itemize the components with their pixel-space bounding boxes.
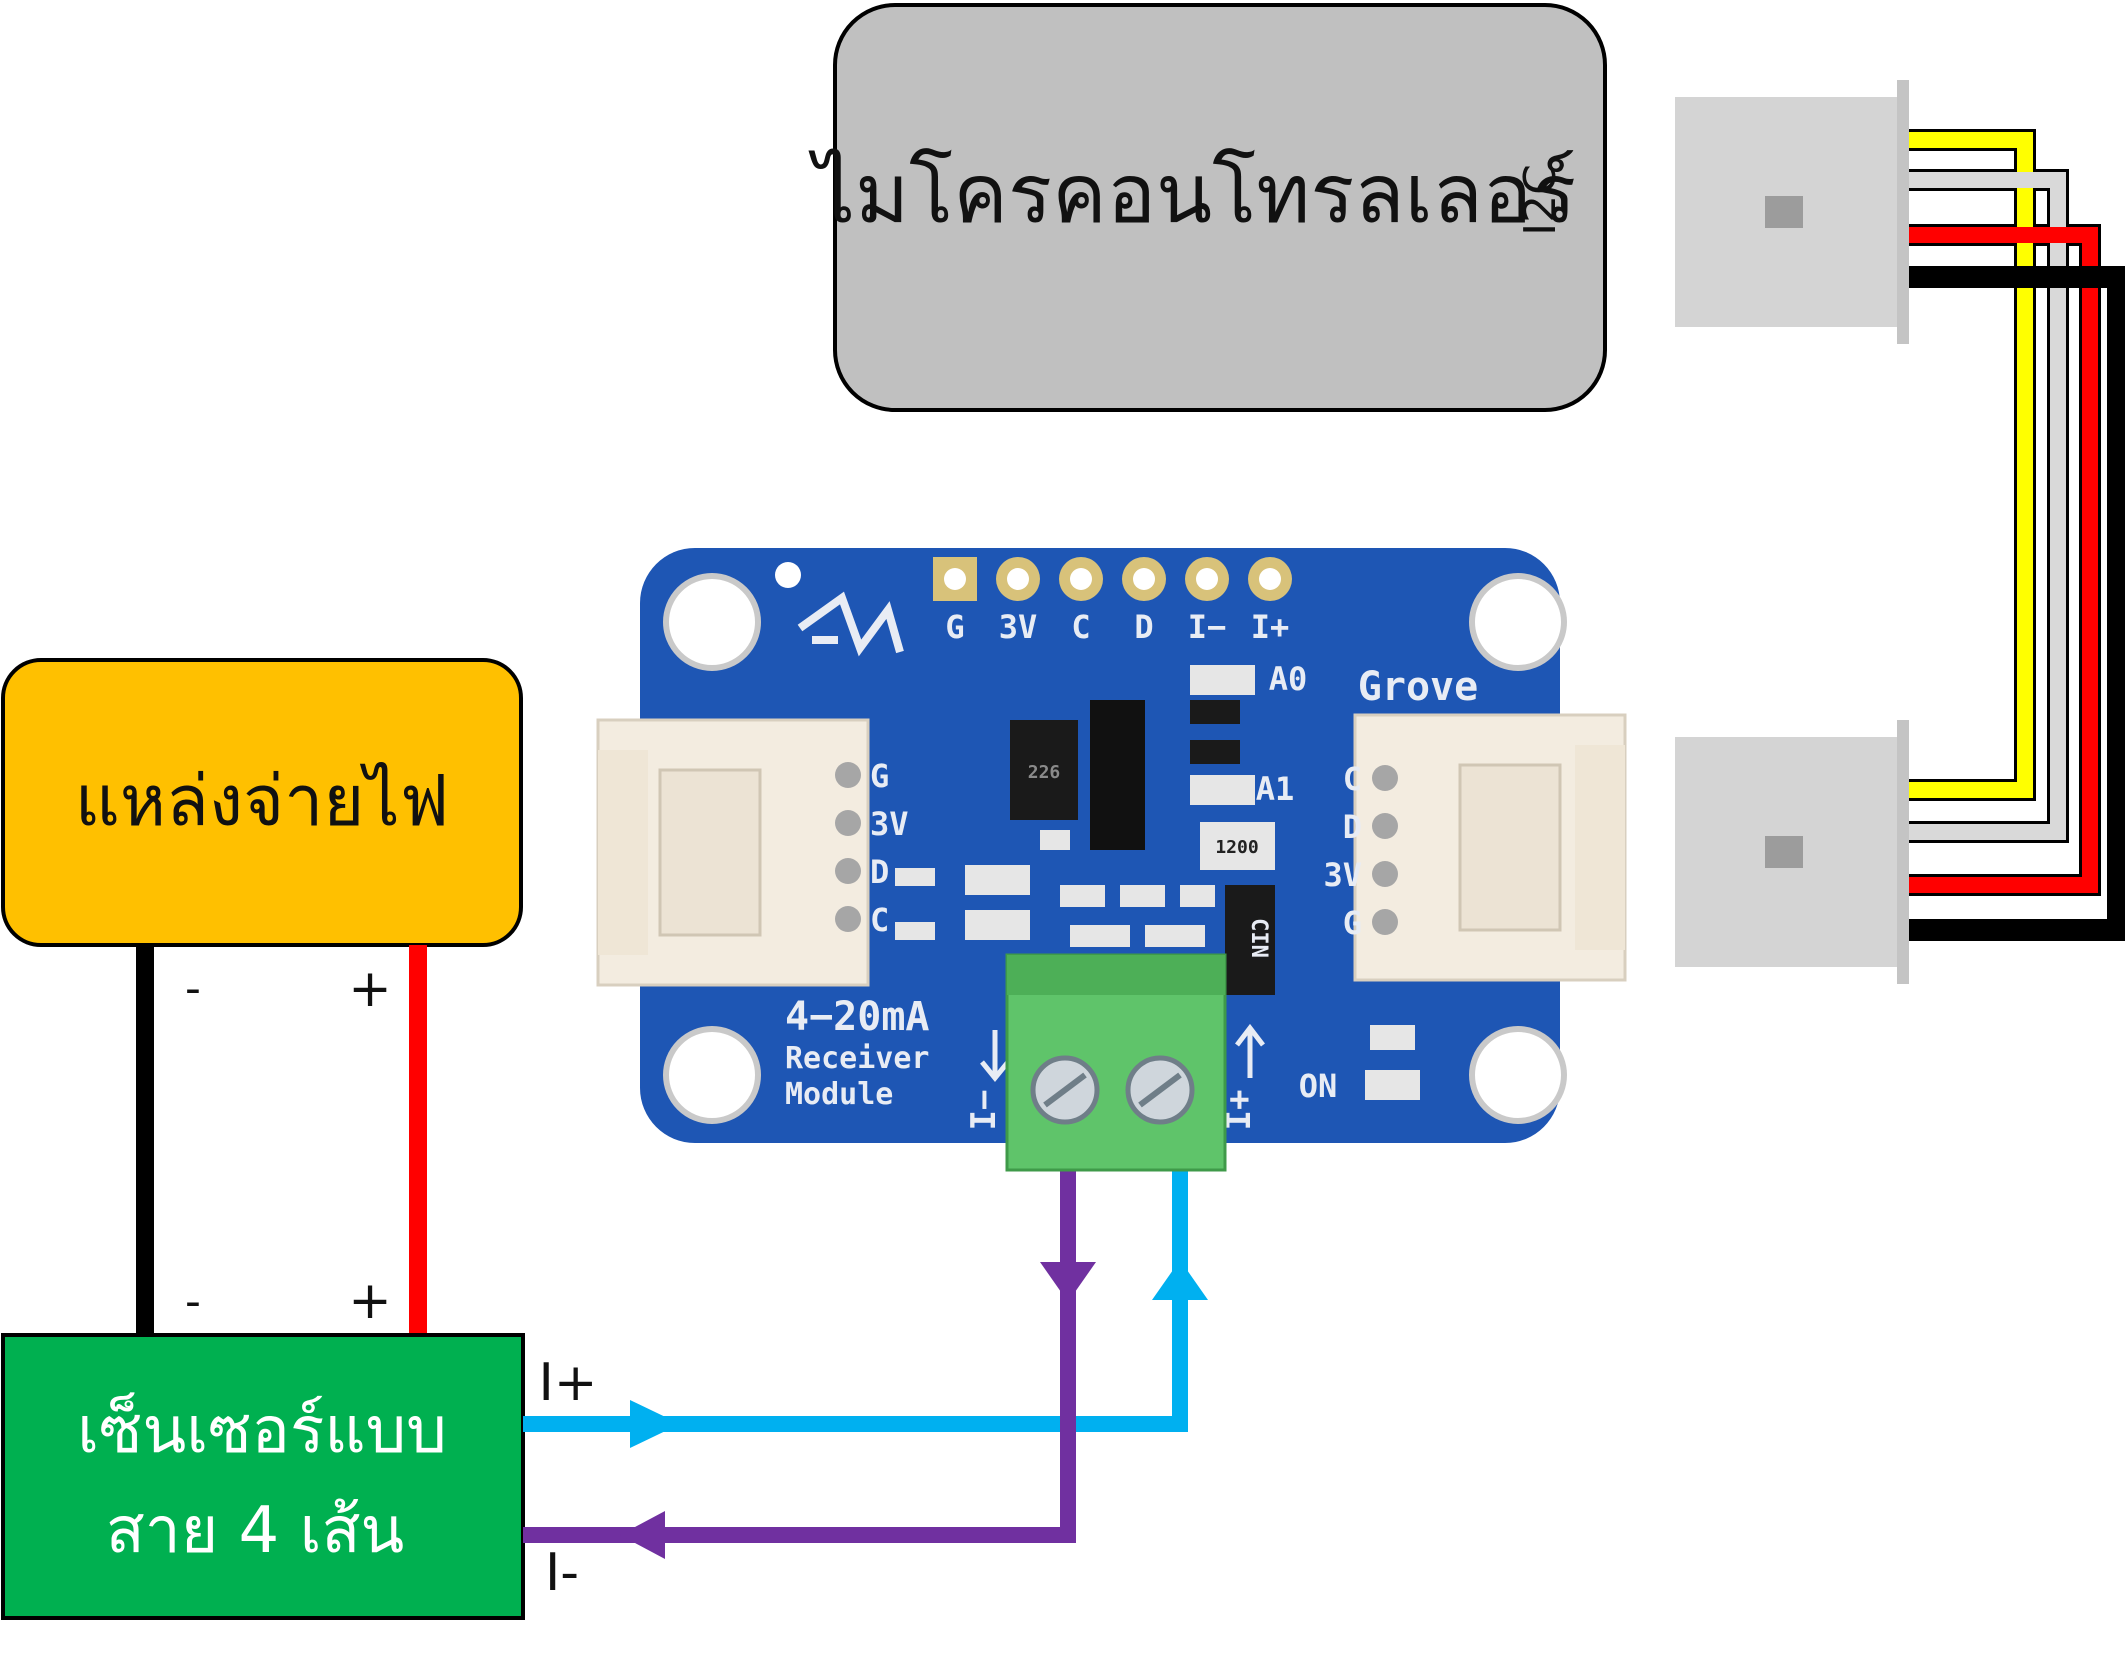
i-plus-arrow-horizontal — [630, 1400, 680, 1448]
header-pin-hole — [1259, 568, 1281, 590]
header-pin-label: I+ — [1251, 608, 1290, 646]
resistor-marking: 1200 — [1215, 837, 1258, 858]
sensor-label-line2: สาย 4 เส้น — [106, 1494, 405, 1568]
power-minus-top: - — [185, 963, 201, 1014]
header-pin-label: 3V — [999, 608, 1038, 646]
power-supply-label: แหล่งจ่ายไฟ — [75, 760, 449, 842]
power-plus-top: + — [348, 959, 392, 1019]
grove-pin-label: G — [870, 757, 889, 795]
grove-pin-pad — [835, 810, 861, 836]
right-grove-pins: CD 3V G — [1323, 760, 1398, 942]
grove-wire — [1900, 227, 2098, 893]
header-pin-hole — [1196, 568, 1218, 590]
microcontroller-box: ไมโครคอนโทรลเลอร์ I2C — [808, 3, 1607, 412]
grove-pin-label: 3V — [1323, 856, 1362, 894]
grove-connector-top — [1675, 80, 1909, 344]
microcontroller-label: ไมโครคอนโทรลเลอร์ — [808, 147, 1576, 242]
grove-pin-pad — [835, 762, 861, 788]
grove-pin-pad — [1372, 813, 1398, 839]
grove-pin-label: G — [1343, 904, 1362, 942]
grove-pin-label: D — [1343, 808, 1362, 846]
grove-pin-pad — [835, 858, 861, 884]
i-plus-label: I+ — [539, 1353, 598, 1413]
header-pin-hole — [944, 568, 966, 590]
grove-pin-pad — [1372, 909, 1398, 935]
grove-pin-label: 3V — [870, 805, 909, 843]
grove-pin-pad — [1372, 861, 1398, 887]
grove-pin-label: C — [870, 901, 889, 939]
power-plus-bottom: + — [348, 1271, 392, 1331]
module-title-line2: Receiver — [785, 1041, 930, 1076]
ic-chip — [1010, 720, 1078, 820]
diode-marking: CIN — [1246, 918, 1271, 958]
top-header-pins: G 3V C D I− I+ — [933, 557, 1292, 646]
screw-terminal-block — [1005, 953, 1227, 1172]
chip-marking: 226 — [1028, 762, 1061, 783]
header-pin-label: I− — [1188, 608, 1227, 646]
smd-components: 226 1200 CIN — [895, 665, 1420, 1100]
header-pin-hole — [1133, 568, 1155, 590]
module-title-line3: Module — [785, 1077, 893, 1112]
on-label: ON — [1299, 1067, 1338, 1105]
loop-wires: I+ I- — [523, 1170, 1208, 1603]
sensor-label-line1: เซ็นเซอร์แบบ — [77, 1393, 447, 1468]
mounting-hole — [663, 573, 761, 671]
mounting-hole — [663, 1026, 761, 1124]
grove-pin-label: C — [1343, 760, 1362, 798]
i-minus-label: I- — [545, 1543, 579, 1603]
up-arrow-icon — [1235, 1023, 1265, 1078]
grove-cable — [1900, 129, 2125, 941]
i-plus-arrow-vertical — [1152, 1260, 1208, 1300]
grove-pin-label: D — [870, 853, 889, 891]
grove-wire — [1900, 266, 2125, 941]
header-pin-label: G — [945, 608, 964, 646]
header-pin-label: D — [1134, 608, 1153, 646]
sensor-box: เซ็นเซอร์แบบ สาย 4 เส้น — [1, 1333, 525, 1620]
grove-wire — [1900, 132, 2033, 798]
a0-label: A0 — [1269, 660, 1308, 698]
down-arrow-icon — [980, 1030, 1010, 1082]
i2c-label: I2C — [1515, 164, 1566, 236]
a1-label: A1 — [1256, 770, 1295, 808]
module-title-line1: 4−20mA — [785, 994, 930, 1040]
grove-pin-pad — [1372, 765, 1398, 791]
i-minus-arrow-horizontal — [620, 1511, 665, 1559]
left-grove-pins: G 3V DC — [835, 757, 909, 939]
terminal-minus-label: I− — [964, 1090, 1004, 1131]
grove-wire — [1900, 172, 2066, 840]
grove-pin-pad — [835, 906, 861, 932]
left-grove-socket — [596, 718, 870, 987]
header-pin-hole — [1007, 568, 1029, 590]
mounting-hole — [1469, 573, 1567, 671]
right-grove-socket — [1353, 713, 1627, 982]
brand-logo-icon — [797, 591, 904, 657]
header-pin-hole — [1070, 568, 1092, 590]
grove-connector-bottom — [1675, 720, 1909, 984]
grove-label: Grove — [1358, 664, 1478, 710]
power-wires: - + - + — [136, 945, 427, 1338]
header-pin-label: C — [1071, 608, 1090, 646]
mounting-hole — [1469, 1026, 1567, 1124]
power-minus-bottom: - — [185, 1276, 201, 1327]
i-minus-arrow-vertical — [1040, 1262, 1096, 1302]
power-supply-box: แหล่งจ่ายไฟ — [1, 658, 523, 947]
